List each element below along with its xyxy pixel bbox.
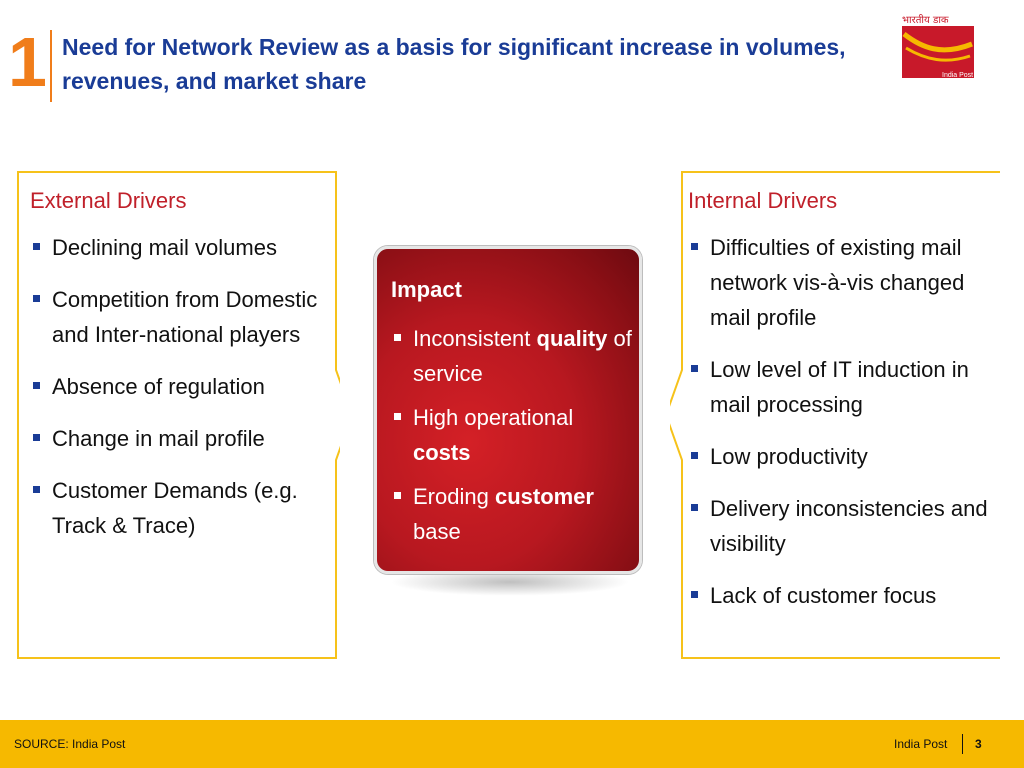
footer-brand: India Post [894,737,948,751]
external-drivers-list: Declining mail volumes Competition from … [30,230,330,560]
impact-box: Impact Inconsistent quality of service H… [374,246,642,574]
list-item: Low level of IT induction in mail proces… [688,352,1000,422]
bullet-square-icon [33,382,40,389]
internal-drivers-heading: Internal Drivers [688,188,838,213]
envelope-swoosh-icon [902,32,973,62]
list-item: Change in mail profile [30,421,330,456]
internal-drivers-panel: Internal Drivers Difficulties of existin… [670,170,1004,660]
list-item-text: Lack of customer focus [710,583,937,608]
bullet-square-icon [33,243,40,250]
footer-source: SOURCE: India Post [14,737,126,751]
internal-drivers-list: Difficulties of existing mail network vi… [688,230,1000,630]
bullet-square-icon [691,243,698,250]
impact-heading: Impact [391,277,462,302]
list-item: High operational costs [391,400,635,470]
list-item-text: Change in mail profile [52,426,265,451]
list-item-text: Declining mail volumes [52,235,277,260]
footer-bar: SOURCE: India Post India Post 3 [0,720,1024,768]
bullet-square-icon [33,295,40,302]
bullet-square-icon [394,492,401,499]
bullet-square-icon [691,591,698,598]
list-item-text: Low level of IT induction in mail proces… [710,357,969,417]
impact-item-emphasis: customer [494,484,594,509]
list-item: Eroding customer base [391,479,635,549]
list-item-text: Customer Demands (e.g. Track & Trace) [52,478,298,538]
impact-item-text: Eroding [413,484,495,509]
bullet-square-icon [394,334,401,341]
logo-emblem [902,26,974,78]
bullet-square-icon [394,413,401,420]
page-title: Need for Network Review as a basis for s… [62,34,846,94]
list-item-text: Absence of regulation [52,374,265,399]
impact-item-text: of service [413,326,632,386]
list-item-text: Competition from Domestic and Inter-nati… [52,287,318,347]
footer-separator [962,734,963,754]
page-number: 3 [975,737,982,751]
list-item-text: Delivery inconsistencies and visibility [710,496,988,556]
external-drivers-panel: External Drivers Declining mail volumes … [16,170,340,660]
list-item: Delivery inconsistencies and visibility [688,491,1000,561]
list-item: Competition from Domestic and Inter-nati… [30,282,330,352]
impact-item-text: base [413,519,461,544]
list-item: Declining mail volumes [30,230,330,265]
list-item: Customer Demands (e.g. Track & Trace) [30,473,330,543]
impact-list: Inconsistent quality of service High ope… [391,321,635,558]
logo-hindi-text: भारतीय डाक [902,15,949,26]
impact-item-text: High operational [413,405,574,430]
section-number: 1 [8,23,47,101]
bullet-square-icon [33,486,40,493]
internal-panel-frame [670,171,1000,659]
bullet-square-icon [691,504,698,511]
impact-item-emphasis: quality [536,326,608,351]
list-item-text: Difficulties of existing mail network vi… [710,235,965,330]
bullet-square-icon [691,365,698,372]
title-divider [50,30,52,102]
bullet-square-icon [691,452,698,459]
impact-item-text: Inconsistent [413,326,537,351]
list-item: Lack of customer focus [688,578,1000,613]
logo-caption: India Post [942,72,974,79]
list-item: Low productivity [688,439,1000,474]
list-item: Absence of regulation [30,369,330,404]
impact-item-emphasis: costs [413,440,471,465]
list-item: Difficulties of existing mail network vi… [688,230,1000,335]
bullet-square-icon [33,434,40,441]
external-panel-frame [17,171,340,659]
india-post-logo: भारतीय डाक India Post [884,10,984,86]
list-item-text: Low productivity [710,444,868,469]
list-item: Inconsistent quality of service [391,321,635,391]
external-drivers-heading: External Drivers [30,188,187,213]
